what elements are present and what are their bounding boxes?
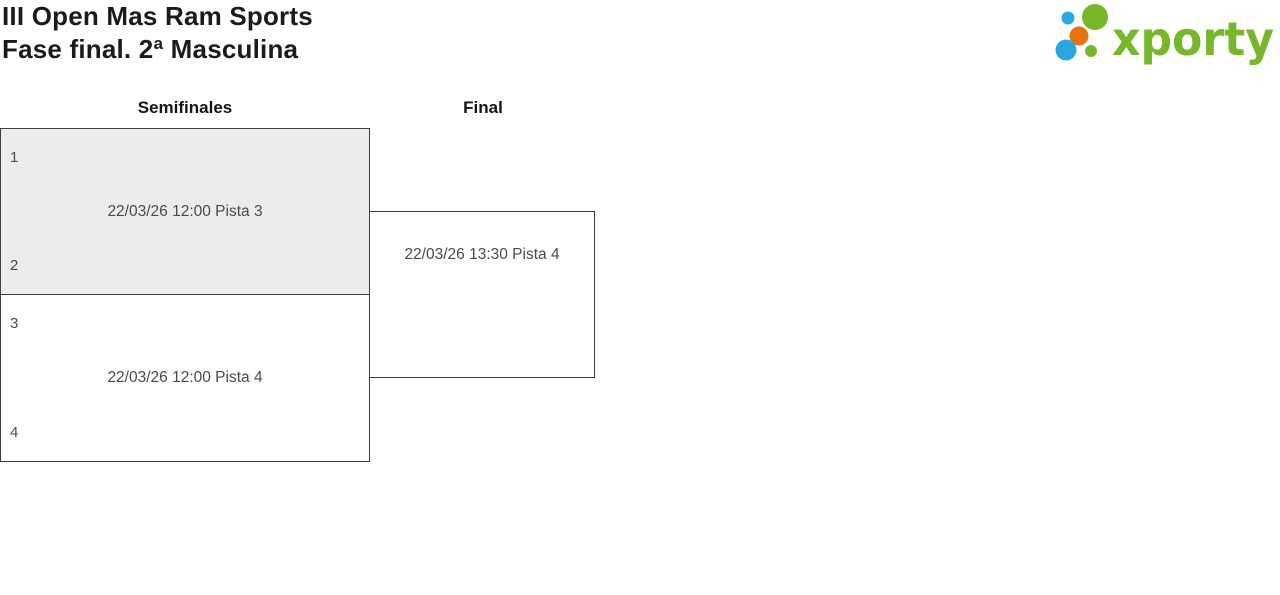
seed-label-2: 2 [10, 257, 19, 274]
match-semifinal-1[interactable]: 1 22/03/26 12:00 Pista 3 2 [0, 128, 370, 295]
xporty-logo-graphic: xporty [1055, 4, 1274, 66]
round-header-semifinals: Semifinales [137, 98, 233, 117]
match-final[interactable]: 22/03/26 13:30 Pista 4 [369, 211, 595, 378]
logo-dot-blue-small-icon [1061, 11, 1075, 25]
match-semifinal-2[interactable]: 3 22/03/26 12:00 Pista 4 4 [0, 294, 370, 462]
xporty-wordmark: xporty [1112, 12, 1274, 66]
logo-dot-blue-large-icon [1055, 39, 1077, 61]
match-info-semifinal-2: 22/03/26 12:00 Pista 4 [107, 369, 263, 386]
page-title-block: III Open Mas Ram Sports Fase final. 2ª M… [2, 0, 313, 66]
logo-dot-green-small-icon [1085, 45, 1097, 57]
logo-dot-green-large-icon [1082, 4, 1108, 30]
page-title: III Open Mas Ram Sports [2, 1, 313, 31]
round-header-final: Final [463, 98, 503, 117]
xporty-logo: xporty [1046, 0, 1280, 72]
seed-label-3: 3 [10, 315, 19, 332]
page-subtitle: Fase final. 2ª Masculina [2, 34, 299, 64]
seed-label-4: 4 [10, 424, 19, 441]
match-info-final: 22/03/26 13:30 Pista 4 [404, 246, 560, 263]
logo-dot-orange-icon [1069, 26, 1089, 46]
seed-label-1: 1 [10, 149, 19, 166]
match-info-semifinal-1: 22/03/26 12:00 Pista 3 [107, 202, 263, 220]
